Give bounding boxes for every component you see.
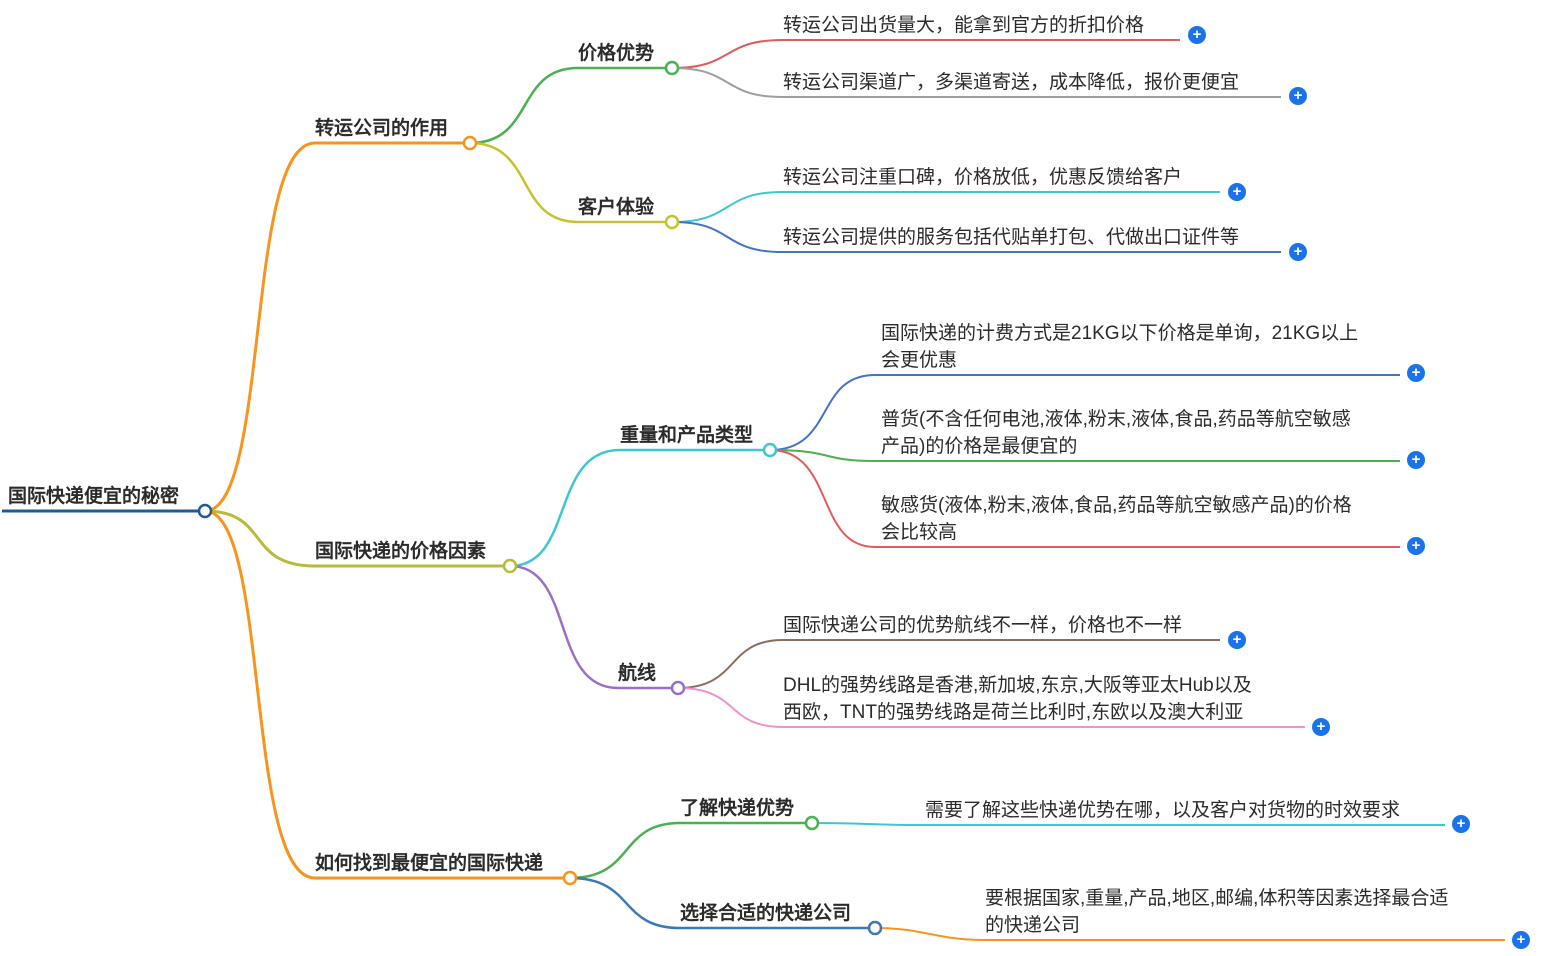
subbranch-node-price-advantage[interactable]: 价格优势 (578, 43, 655, 64)
leaf-line-2-2-1 (677, 639, 1220, 689)
leaf-node-route-price-differs[interactable]: 国际快递公司的优势航线不一样，价格也不一样 (783, 615, 1183, 636)
branch-line-2-1 (509, 448, 770, 568)
leaf-line-1-1-1 (671, 39, 1180, 69)
subbranch-node-routes[interactable]: 航线 (618, 663, 657, 684)
expand-button[interactable]: + (1407, 451, 1425, 469)
leaf-node-dhl-tnt-routes[interactable]: DHL的强势线路是香港,新加坡,东京,大阪等亚太Hub以及 西欧，TNT的强势线… (783, 675, 1252, 723)
leaf-node-general-cargo[interactable]: 普货(不含任何电池,液体,粉末,液体,食品,药品等航空敏感 产品)的价格是最便宜… (881, 409, 1351, 457)
leaf-node-know-strengths-timing[interactable]: 需要了解这些快递优势在哪，以及客户对货物的时效要求 (925, 800, 1401, 821)
leaf-line-2-1-2 (769, 449, 1400, 462)
branch-node-find-cheapest[interactable]: 如何找到最便宜的国际快递 (315, 853, 544, 874)
branch-line-3-1 (569, 821, 812, 880)
root-node[interactable]: 国际快递便宜的秘密 (8, 486, 180, 507)
node-connector-root[interactable] (197, 503, 213, 519)
subbranch-node-weight-product-type[interactable]: 重量和产品类型 (620, 425, 754, 446)
expand-button[interactable]: + (1312, 718, 1330, 736)
node-connector-1-2[interactable] (664, 214, 680, 230)
expand-button[interactable]: + (1289, 87, 1307, 105)
branch-line-2-2 (509, 564, 678, 690)
expand-button[interactable]: + (1228, 183, 1246, 201)
leaf-node-reputation-feedback[interactable]: 转运公司注重口碑，价格放低，优惠反馈给客户 (783, 167, 1183, 188)
node-connector-branch-3[interactable] (562, 870, 578, 886)
leaf-line-2-2-2 (677, 687, 1305, 728)
expand-button[interactable]: + (1407, 537, 1425, 555)
leaf-line-1-1-2 (671, 67, 1281, 98)
leaf-node-sensitive-cargo[interactable]: 敏感货(液体,粉末,液体,食品,药品等航空敏感产品)的价格 会比较高 (881, 495, 1352, 543)
leaf-node-choose-by-factors[interactable]: 要根据国家,重量,产品,地区,邮编,体积等因素选择最合适 的快递公司 (985, 888, 1449, 936)
expand-button[interactable]: + (1452, 815, 1470, 833)
node-connector-branch-1[interactable] (462, 135, 478, 151)
node-connector-3-2[interactable] (867, 920, 883, 936)
branch-node-price-factors[interactable]: 国际快递的价格因素 (315, 541, 487, 562)
node-connector-2-1[interactable] (762, 442, 778, 458)
expand-button[interactable]: + (1228, 631, 1246, 649)
node-connector-branch-2[interactable] (502, 558, 518, 574)
subbranch-node-choose-courier[interactable]: 选择合适的快递公司 (680, 903, 852, 924)
leaf-line-2-1-3 (769, 449, 1400, 548)
node-connector-2-2[interactable] (670, 680, 686, 696)
leaf-node-multi-channel[interactable]: 转运公司渠道广，多渠道寄送，成本降低，报价更便宜 (783, 72, 1240, 93)
leaf-line-1-2-1 (671, 191, 1220, 223)
leaf-line-3-1-1 (811, 822, 1445, 826)
node-connector-1-1[interactable] (664, 60, 680, 76)
leaf-node-services-included[interactable]: 转运公司提供的服务包括代贴单打包、代做出口证件等 (783, 227, 1240, 248)
expand-button[interactable]: + (1512, 931, 1530, 949)
branch-line-1-2 (469, 141, 672, 224)
expand-button[interactable]: + (1188, 26, 1206, 44)
leaf-line-2-1-1 (769, 374, 1400, 451)
leaf-node-volume-discount[interactable]: 转运公司出货量大，能拿到官方的折扣价格 (783, 15, 1145, 36)
node-connector-3-1[interactable] (804, 815, 820, 831)
leaf-line-3-2-1 (874, 927, 1505, 941)
branch-line-3-2 (569, 876, 875, 930)
branch-line-1-1 (469, 66, 672, 145)
branch-line-1 (204, 141, 470, 513)
leaf-line-1-2-2 (671, 221, 1281, 253)
branch-line-2 (204, 509, 510, 568)
branch-node-transfer-company-role[interactable]: 转运公司的作用 (315, 118, 449, 139)
leaf-node-21kg-pricing[interactable]: 国际快递的计费方式是21KG以下价格是单询，21KG以上 会更优惠 (881, 323, 1359, 371)
expand-button[interactable]: + (1407, 364, 1425, 382)
subbranch-node-know-courier-strengths[interactable]: 了解快递优势 (680, 798, 795, 819)
branch-line-3 (204, 509, 570, 880)
expand-button[interactable]: + (1289, 243, 1307, 261)
subbranch-node-customer-experience[interactable]: 客户体验 (578, 197, 655, 218)
